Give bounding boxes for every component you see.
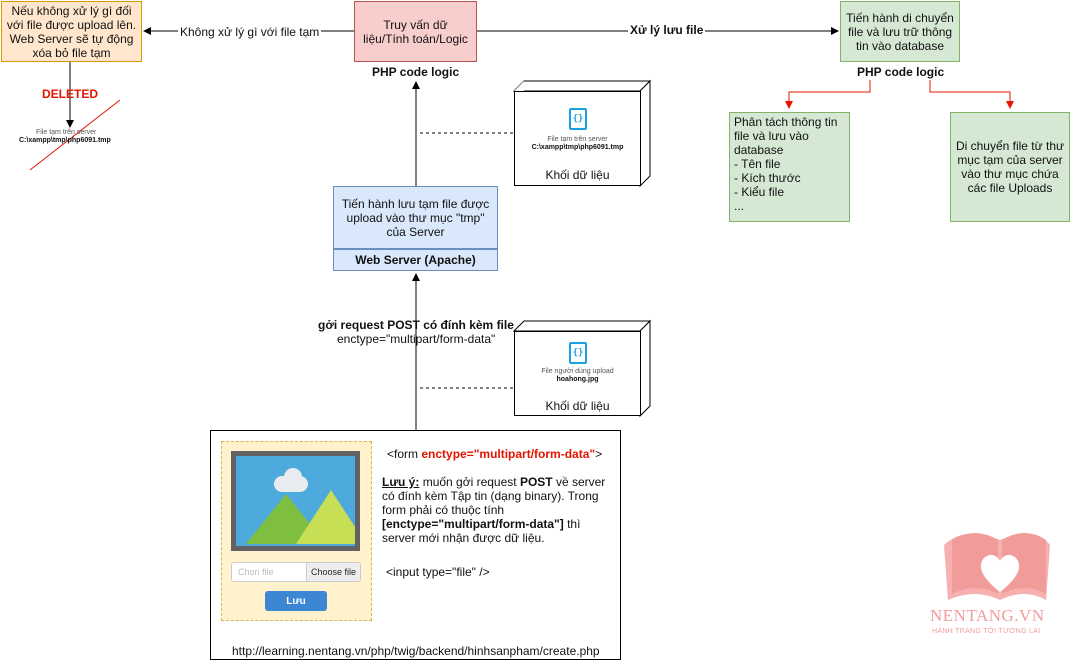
data-block-caption: File người dùng upload — [541, 368, 614, 375]
move-uploads-box: Di chuyển file từ thư mục tạm của server… — [950, 112, 1070, 222]
note-text-1: muốn gởi request — [419, 475, 520, 489]
form-tag-close: > — [595, 447, 603, 461]
page-url: http://learning.nentang.vn/php/twig/back… — [232, 644, 600, 658]
split-info-box: Phân tách thông tin file và lưu vào data… — [729, 112, 850, 222]
query-logic-box: Truy vấn dữ liệu/Tính toán/Logic — [354, 1, 477, 62]
form-tag-attr: enctype="multipart/form-data" — [421, 447, 596, 461]
landscape-image-icon — [236, 456, 355, 546]
json-file-icon: {} — [569, 108, 587, 130]
web-server-label: Web Server (Apache) — [355, 253, 476, 267]
data-block-title: Khối dữ liệu — [545, 168, 610, 182]
file-input-placeholder: Chọn file — [238, 567, 274, 577]
move-store-box: Tiến hành di chuyển file và lưu trữ thôn… — [840, 1, 960, 62]
split-info-text: Phân tách thông tin file và lưu vào data… — [734, 115, 838, 213]
json-file-icon: {} — [569, 342, 587, 364]
data-block-title: Khối dữ liệu — [545, 399, 610, 413]
file-input[interactable]: Chọn file Choose file — [231, 562, 361, 582]
php-logic-label-1: PHP code logic — [372, 65, 460, 79]
note-text-3: thì server mới nhận được dữ liệu. — [382, 517, 581, 545]
process-file-label: Xử lý lưu file — [628, 23, 706, 37]
deleted-label: DELETED — [42, 87, 99, 101]
data-block-filename: hoahong.jpg — [556, 376, 599, 383]
deleted-file-caption: File tạm trên server — [36, 129, 97, 136]
send-request-label: gởi request POST có đính kèm file — [318, 318, 514, 332]
cleanup-note-box: Nếu không xử lý gì đối với file được upl… — [1, 1, 142, 62]
note-label: Lưu ý: — [382, 475, 420, 489]
data-block-upload: {} File người dùng upload hoahong.jpg Kh… — [514, 331, 641, 416]
form-container: Chọn file Choose file Lưu <form enctype=… — [210, 430, 621, 660]
deleted-file-path: C:\xampp\tmp\php6091.tmp — [19, 137, 111, 144]
php-logic-label-2: PHP code logic — [857, 65, 945, 79]
form-tag-open: <form — [387, 447, 422, 461]
data-block-filename: C:\xampp\tmp\php6091.tmp — [531, 144, 624, 151]
temp-save-box: Tiến hành lưu tạm file được upload vào t… — [333, 186, 498, 249]
move-uploads-text: Di chuyển file từ thư mục tạm của server… — [955, 139, 1065, 195]
note-text-2: về server có đính kèm Tập tin (dạng bina… — [382, 475, 606, 517]
query-logic-text: Truy vấn dữ liệu/Tính toán/Logic — [363, 17, 468, 46]
web-server-box: Web Server (Apache) — [333, 249, 498, 271]
enctype-note: Lưu ý: muốn gởi request POST về server c… — [382, 475, 612, 545]
form-preview-panel: Chọn file Choose file Lưu — [221, 441, 372, 621]
note-post: POST — [519, 475, 553, 489]
logo-name: NENTANG.VN — [930, 606, 1045, 625]
choose-file-button[interactable]: Choose file — [305, 563, 360, 581]
image-placeholder — [231, 451, 360, 551]
nentang-logo-graphic — [944, 533, 1050, 600]
data-block-caption: File tạm trên server — [547, 136, 608, 143]
data-block-temp: {} File tạm trên server C:\xampp\tmp\php… — [514, 91, 641, 186]
no-process-label: Không xử lý gì với file tạm — [178, 25, 322, 39]
move-store-text: Tiến hành di chuyển file và lưu trữ thôn… — [846, 10, 954, 53]
cleanup-note-text: Nếu không xử lý gì đối với file được upl… — [6, 3, 137, 60]
input-type-hint: <input type="file" /> — [386, 565, 490, 579]
temp-save-text: Tiến hành lưu tạm file được upload vào t… — [341, 196, 490, 239]
logo-tagline: HÀNH TRANG TỚI TƯƠNG LAI — [932, 628, 1041, 635]
enctype-label: enctype="multipart/form-data" — [337, 332, 496, 346]
note-attr: [enctype="multipart/form-data"] — [382, 517, 564, 531]
save-button[interactable]: Lưu — [265, 591, 327, 611]
form-tag: <form enctype="multipart/form-data"> — [387, 447, 602, 461]
